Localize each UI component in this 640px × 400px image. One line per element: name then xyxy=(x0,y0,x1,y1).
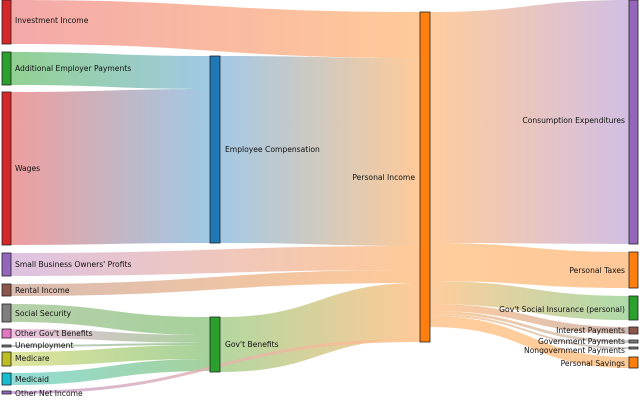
label-employee-compensation: Employee Compensation xyxy=(225,145,320,154)
link-unemployment-to-govt-benefits xyxy=(11,343,210,347)
node-interest-payments xyxy=(628,326,639,335)
node-personal-income xyxy=(419,11,431,343)
node-additional-employer-payments xyxy=(1,51,12,86)
label-nongovernment-payments: Nongovernment Payments xyxy=(524,346,625,355)
label-medicare: Medicare xyxy=(15,354,50,363)
label-consumption-expenditures: Consumption Expenditures xyxy=(522,116,625,125)
node-other-govt-benefits xyxy=(1,328,12,339)
flow-links xyxy=(11,0,629,394)
label-additional-employer-payments: Additional Employer Payments xyxy=(15,64,131,73)
node-government-payments xyxy=(628,339,639,344)
node-nongovernment-payments xyxy=(628,346,639,350)
node-govt-benefits xyxy=(209,316,221,373)
node-personal-taxes xyxy=(628,251,639,289)
label-investment-income: Investment Income xyxy=(15,16,89,25)
link-personal-income-to-consumption-expenditures xyxy=(430,0,629,244)
link-personal-income-to-govt-social-insurance xyxy=(430,281,629,320)
node-wages xyxy=(1,91,12,246)
node-social-security xyxy=(1,303,12,323)
label-govt-benefits: Gov't Benefits xyxy=(225,340,279,349)
node-medicaid xyxy=(1,372,12,386)
label-wages: Wages xyxy=(15,164,40,173)
label-other-net-income: Other Net Income xyxy=(15,389,83,398)
label-personal-savings: Personal Savings xyxy=(561,359,625,368)
link-additional-employer-payments-to-employee-compensation xyxy=(11,52,210,89)
link-personal-income-to-personal-taxes xyxy=(430,243,629,288)
node-labels: Investment Income Additional Employer Pa… xyxy=(15,16,625,398)
link-personal-income-to-government-payments xyxy=(430,311,629,343)
label-personal-income: Personal Income xyxy=(352,173,415,182)
link-medicare-to-govt-benefits xyxy=(11,345,210,366)
node-govt-social-insurance xyxy=(628,295,639,321)
label-medicaid: Medicaid xyxy=(15,375,49,384)
label-personal-taxes: Personal Taxes xyxy=(569,266,625,275)
link-rental-income-to-personal-income xyxy=(11,270,420,296)
link-wages-to-employee-compensation xyxy=(11,89,210,245)
label-government-payments: Government Payments xyxy=(538,337,625,346)
link-other-govt-benefits-to-govt-benefits xyxy=(11,329,210,343)
link-social-security-to-govt-benefits xyxy=(11,304,210,335)
link-employee-compensation-to-personal-income xyxy=(220,56,420,246)
node-consumption-expenditures xyxy=(628,0,639,245)
label-interest-payments: Interest Payments xyxy=(556,326,625,335)
node-other-net-income xyxy=(1,390,12,395)
label-unemployment: Unemployment xyxy=(15,341,73,350)
link-personal-income-to-interest-payments xyxy=(430,304,629,334)
node-personal-savings xyxy=(628,356,639,369)
label-small-business-owners-profits: Small Business Owners' Profits xyxy=(15,260,131,269)
label-social-security: Social Security xyxy=(15,309,72,318)
link-personal-income-to-personal-savings xyxy=(430,316,629,368)
link-small-business-owners-profits-to-personal-income xyxy=(11,246,420,276)
label-rental-income: Rental Income xyxy=(15,286,70,295)
node-medicare xyxy=(1,351,12,367)
node-investment-income xyxy=(1,0,12,45)
link-personal-income-to-nongovernment-payments xyxy=(430,314,629,349)
node-employee-compensation xyxy=(209,55,221,244)
node-rental-income xyxy=(1,283,12,297)
link-govt-benefits-to-personal-income xyxy=(220,283,420,372)
node-unemployment xyxy=(1,344,12,348)
label-govt-social-insurance: Gov't Social Insurance (personal) xyxy=(499,305,625,314)
link-investment-income-to-personal-income xyxy=(11,0,420,58)
node-small-business-owners-profits xyxy=(1,252,12,277)
link-medicaid-to-govt-benefits xyxy=(11,359,210,385)
label-other-govt-benefits: Other Gov't Benefits xyxy=(15,329,93,338)
